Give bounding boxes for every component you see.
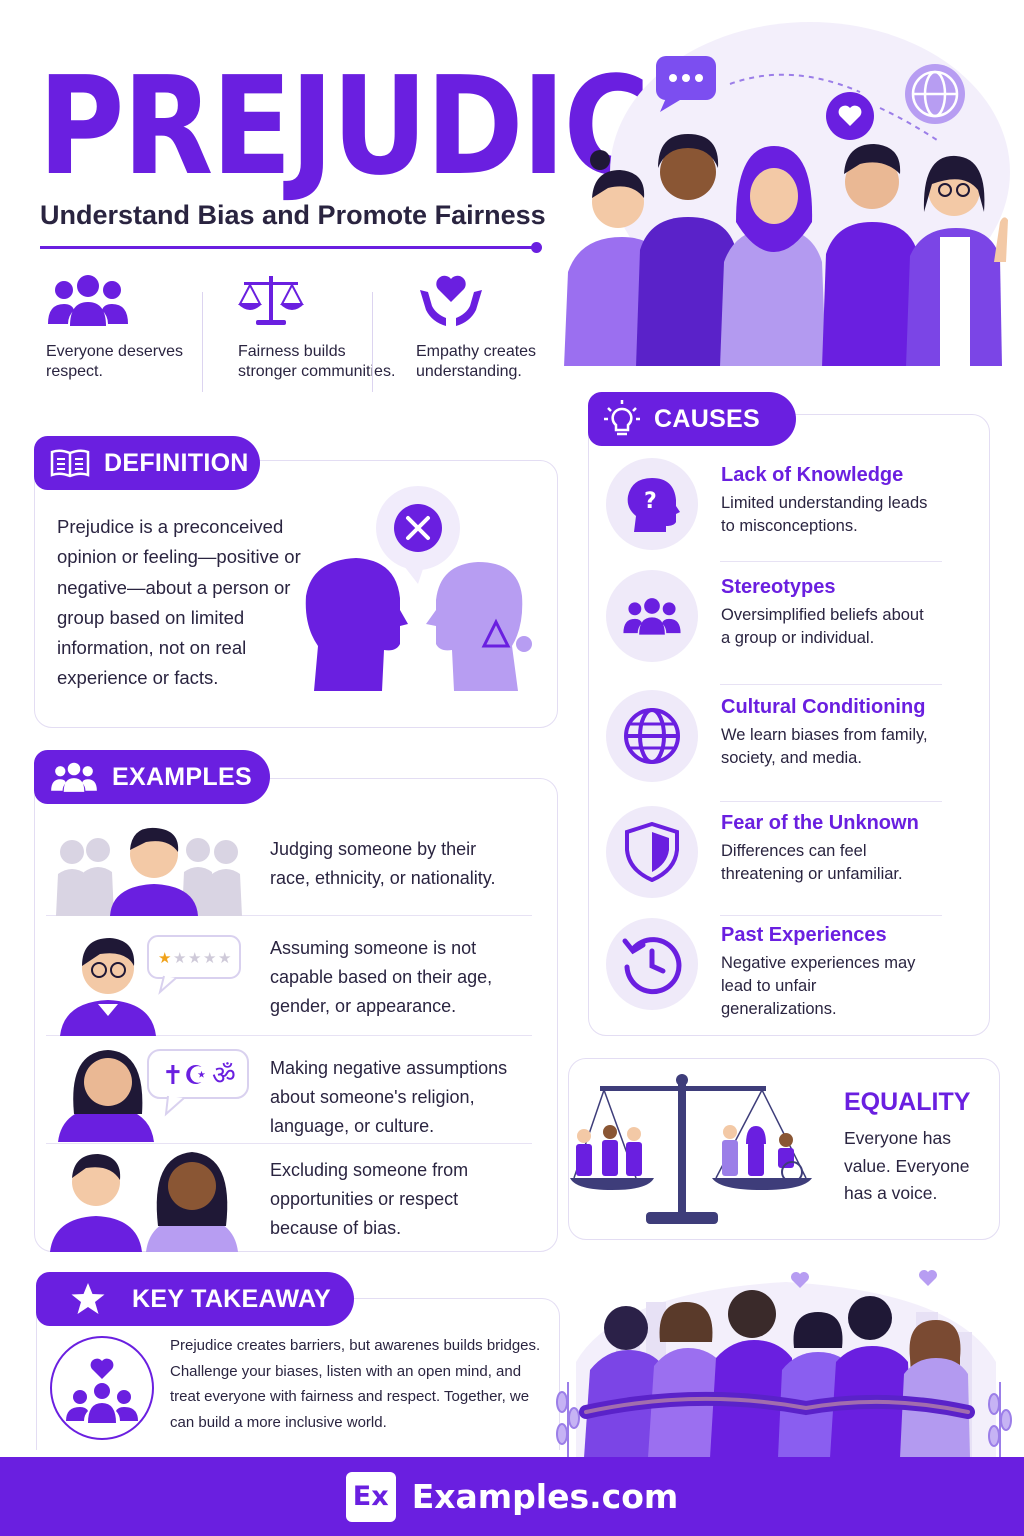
equality-title: EQUALITY	[844, 1088, 971, 1116]
balance-scale-illustration	[570, 1074, 812, 1224]
person-3	[720, 146, 826, 367]
plant-left	[556, 1382, 580, 1458]
takeaway-text: Prejudice creates barriers, but awarenes…	[170, 1337, 541, 1432]
head-question-icon: ?	[606, 458, 698, 550]
cause-item: ? Lack of Knowledge Limited understandin…	[606, 458, 946, 558]
divider	[720, 561, 942, 562]
people-group-icon	[606, 570, 698, 662]
divider	[720, 915, 942, 916]
divider	[720, 801, 942, 802]
star-icon	[71, 1283, 105, 1314]
cause-title: Past Experiences	[721, 924, 887, 946]
heart-icon	[791, 1272, 809, 1288]
cause-desc: Negative experiences may lead to unfair …	[721, 954, 916, 1018]
woman-religion-symbols-illustration: ✝ ☪ ॐ	[58, 1049, 249, 1142]
globe-icon	[905, 64, 965, 124]
people-group-icon	[51, 762, 97, 792]
definition-tab: DEFINITION	[34, 436, 260, 490]
title-divider	[40, 242, 542, 253]
value-empathy: Empathy creates understanding.	[416, 272, 576, 382]
example-row: ★★★★★ Assuming someone is not capable ba…	[46, 916, 532, 1036]
heart-icon	[919, 1270, 937, 1286]
cause-desc: Differences can feel threatening or unfa…	[721, 842, 903, 883]
people-group-icon	[48, 275, 128, 326]
cause-title: Lack of Knowledge	[721, 464, 904, 486]
value-text: Fairness builds stronger communities.	[238, 343, 396, 380]
community-heart-icon	[50, 1336, 154, 1440]
group-left	[576, 1125, 642, 1176]
value-text: Everyone deserves respect.	[46, 343, 183, 380]
man-rating-illustration: ★★★★★	[60, 935, 241, 1036]
value-respect: Everyone deserves respect.	[46, 272, 206, 382]
page-subtitle: Understand Bias and Promote Fairness	[40, 200, 546, 230]
cause-title: Cultural Conditioning	[721, 696, 926, 718]
definition-label: DEFINITION	[104, 448, 249, 477]
person-5	[906, 155, 1008, 367]
clock-history-icon	[606, 918, 698, 1010]
takeaway-label: KEY TAKEAWAY	[132, 1284, 332, 1313]
star-empty-icon: ★	[173, 949, 186, 967]
examples-logo[interactable]: Ex	[345, 1471, 396, 1522]
causes-tab: CAUSES	[588, 392, 796, 446]
cause-desc: We learn biases from family, society, an…	[721, 726, 928, 767]
star-empty-icon: ★	[203, 949, 216, 967]
cause-title: Fear of the Unknown	[721, 812, 919, 834]
examples-tab: EXAMPLES	[34, 750, 270, 804]
example-text: Excluding someone from opportunities or …	[270, 1160, 469, 1238]
book-icon	[50, 449, 90, 478]
scales-icon	[238, 276, 304, 325]
cause-item: Stereotypes Oversimplified beliefs about…	[606, 570, 946, 680]
cause-item: Fear of the Unknown Differences can feel…	[606, 806, 946, 916]
cause-item: Cultural Conditioning We learn biases fr…	[606, 690, 946, 800]
svg-text:?: ?	[644, 489, 657, 514]
person-back-6	[900, 1320, 970, 1458]
example-text: Assuming someone is not capable based on…	[270, 938, 493, 1016]
divider	[720, 684, 942, 685]
example-text: Judging someone by their race, ethnicity…	[270, 839, 496, 888]
group-right	[722, 1125, 803, 1183]
example-row: Excluding someone from opportunities or …	[46, 1144, 532, 1252]
diverse-group-illustration	[560, 22, 1010, 367]
om-icon: ॐ	[212, 1061, 236, 1091]
heart-bubble-icon	[826, 92, 874, 140]
cause-desc: Limited understanding leads to misconcep…	[721, 494, 928, 535]
person-2	[636, 134, 736, 367]
star-filled-icon: ★	[158, 949, 171, 967]
footer-bar: Ex Examples.com	[0, 1457, 1024, 1536]
takeaway-tab: KEY TAKEAWAY	[36, 1272, 354, 1326]
value-text: Empathy creates understanding.	[416, 343, 537, 380]
definition-text: Prejudice is a preconceived opinion or f…	[57, 516, 301, 689]
chat-bubble-icon	[656, 56, 716, 112]
example-text: Making negative assumptions about someon…	[270, 1058, 508, 1136]
examples-label: EXAMPLES	[112, 762, 252, 791]
cross-icon: ✝	[162, 1061, 184, 1091]
divider	[372, 292, 373, 392]
value-fairness: Fairness builds stronger communities.	[238, 272, 398, 382]
cause-title: Stereotypes	[721, 576, 836, 598]
shield-icon	[606, 806, 698, 898]
excluded-people-illustration	[50, 1152, 238, 1252]
crescent-star-icon: ☪	[184, 1061, 207, 1091]
footer-site-link[interactable]: Examples.com	[411, 1477, 679, 1516]
globe-icon	[606, 690, 698, 782]
example-row: ✝ ☪ ॐ Making negative assumptions about …	[46, 1036, 532, 1144]
two-heads-illustration	[305, 486, 532, 691]
heart-hands-icon	[420, 275, 482, 326]
example-row: Judging someone by their race, ethnicity…	[46, 808, 532, 916]
person-among-crowd-illustration	[56, 827, 242, 916]
person-4	[822, 144, 920, 367]
people-embracing-illustration	[556, 1270, 1012, 1458]
plant-right	[988, 1382, 1012, 1458]
cause-item: Past Experiences Negative experiences ma…	[606, 918, 946, 1028]
wheelchair-icon	[781, 1161, 803, 1183]
rating-stars: ★★★★★	[158, 949, 231, 967]
causes-label: CAUSES	[654, 404, 760, 433]
lightbulb-icon	[604, 400, 640, 436]
equality-text: Everyone has value. Everyone has a voice…	[844, 1128, 970, 1203]
star-empty-icon: ★	[218, 949, 231, 967]
star-empty-icon: ★	[188, 949, 201, 967]
cause-desc: Oversimplified beliefs about a group or …	[721, 606, 924, 647]
divider	[202, 292, 203, 392]
